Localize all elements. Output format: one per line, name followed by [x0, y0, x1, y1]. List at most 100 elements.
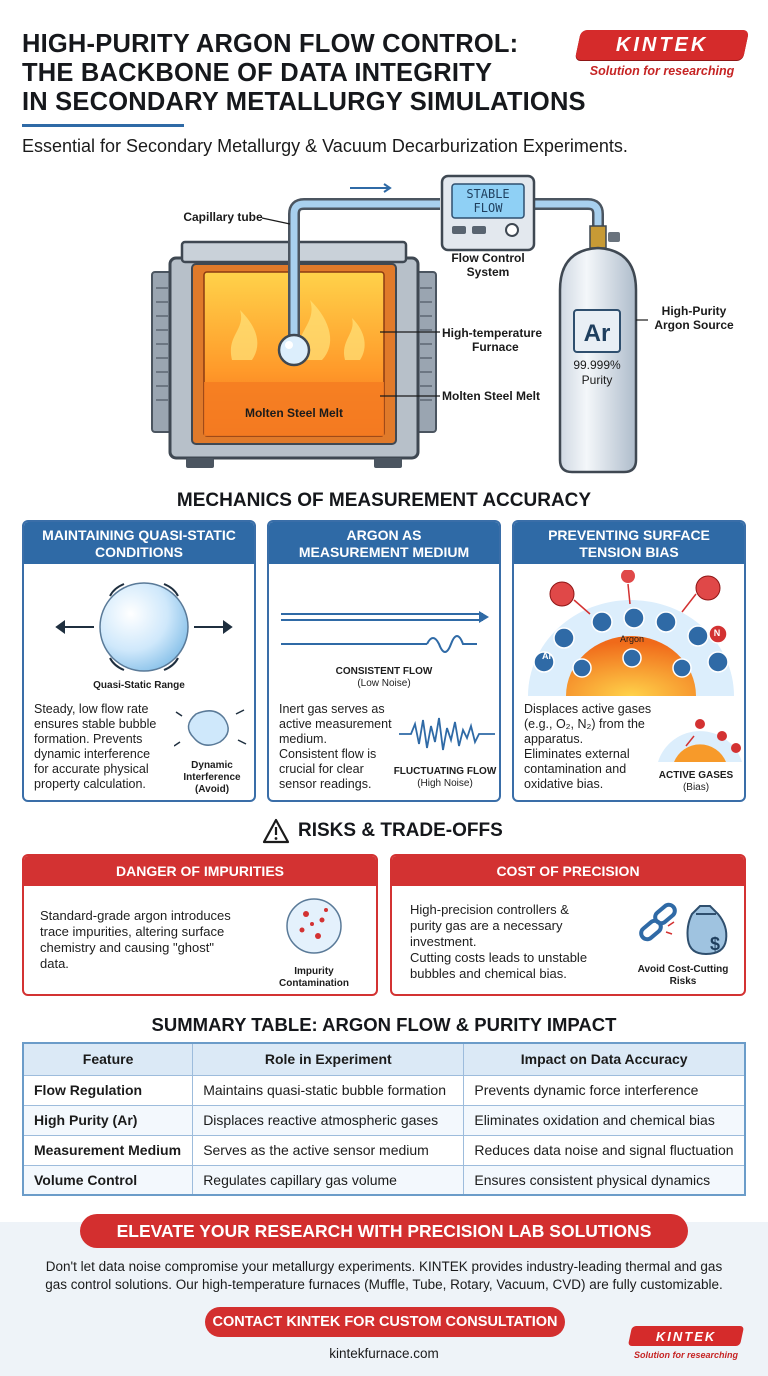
- title-line-3: IN SECONDARY METALLURGY SIMULATIONS: [22, 88, 586, 116]
- flow-control-label: Flow Control System: [440, 251, 536, 279]
- card-title-line-2: MEASUREMENT MEDIUM: [298, 544, 470, 560]
- card-cost: COST OF PRECISION High-precision control…: [390, 854, 746, 996]
- side-label-line: Dynamic: [191, 760, 233, 771]
- flow-control-system: [440, 174, 536, 252]
- table-cell: Flow Regulation: [22, 1074, 194, 1106]
- active-gases-label: ACTIVE GASES (Bias): [650, 770, 742, 794]
- card-impurities-title: DANGER OF IMPURITIES: [24, 856, 376, 886]
- body-line: (e.g., O₂, N₂) from the: [524, 717, 645, 731]
- warning-icon: [262, 818, 290, 844]
- body-line: contamination and: [524, 762, 627, 776]
- body-line: trace impurities, altering surface: [40, 924, 225, 939]
- kintek-logo: KINTEK: [574, 30, 750, 60]
- body-line: Inert gas serves as: [279, 702, 385, 716]
- body-line: bubbles and chemical bias.: [410, 966, 567, 981]
- furnace-label: High-temperature Furnace: [442, 326, 552, 354]
- card-impurities: DANGER OF IMPURITIES Standard-grade argo…: [22, 854, 378, 996]
- table-cell: Maintains quasi-static bubble formation: [192, 1074, 465, 1106]
- nitrogen-atom-label: N: [713, 628, 721, 638]
- title-underline: [22, 124, 184, 127]
- capillary-label: Capillary tube: [183, 210, 263, 224]
- table-row: High Purity (Ar) Displaces reactive atmo…: [22, 1104, 746, 1136]
- card-title-line-1: MAINTAINING QUASI-STATIC: [42, 527, 236, 543]
- card-title-line-2: CONDITIONS: [95, 544, 183, 560]
- risks-heading: RISKS & TRADE-OFFS: [298, 820, 503, 841]
- body-line: Cutting costs leads to unstable: [410, 950, 588, 965]
- display-line-2: FLOW: [474, 201, 504, 215]
- table-row: Volume Control Regulates capillary gas v…: [22, 1164, 746, 1196]
- argon-source-label-1: High-Purity: [661, 304, 727, 318]
- table-cell: Measurement Medium: [22, 1134, 194, 1166]
- flow-control-label-2: System: [466, 265, 510, 279]
- table-cell: High Purity (Ar): [22, 1104, 194, 1136]
- body-line: property calculation.: [34, 777, 146, 791]
- card-quasi-static-body: Steady, low flow rate ensures stable bub…: [34, 702, 156, 792]
- fluctuating-flow-icon: [399, 717, 495, 751]
- body-line: Displaces active gases: [524, 702, 652, 716]
- argon-atom-label: Ar: [541, 651, 552, 661]
- card-argon-medium-title: ARGON AS MEASUREMENT MEDIUM: [269, 522, 499, 564]
- apparatus-diagram: STABLE FLOW Ar 99.999% Purity Molten Ste…: [151, 174, 648, 474]
- body-line: oxidative bias.: [524, 777, 604, 791]
- title-line-2: THE BACKBONE OF DATA INTEGRITY: [22, 59, 493, 87]
- card-cost-body: High-precision controllers & purity gas …: [410, 902, 587, 982]
- subtitle: Essential for Secondary Metallurgy & Vac…: [22, 136, 628, 156]
- body-line: Consistent flow is: [279, 747, 377, 761]
- icon-label-line: Impurity: [294, 966, 334, 977]
- table-cell: Reduces data noise and signal fluctuatio…: [463, 1134, 746, 1166]
- side-label-line: (Bias): [682, 782, 710, 793]
- argon-source-label: High-Purity Argon Source: [644, 304, 744, 332]
- card-quasi-static: MAINTAINING QUASI-STATIC CONDITIONS Quas…: [22, 520, 256, 802]
- melt-label-inside: Molten Steel Melt: [245, 406, 343, 420]
- table-row: Measurement Medium Serves as the active …: [22, 1134, 746, 1166]
- table-cell: Displaces reactive atmospheric gases: [192, 1104, 465, 1136]
- contact-button[interactable]: CONTACT KINTEK FOR CUSTOM CONSULTATION: [205, 1307, 565, 1337]
- flow-label-line: (Low Noise): [357, 678, 411, 689]
- table-row: Flow Regulation Maintains quasi-static b…: [22, 1074, 746, 1106]
- table-cell: Serves as the active sensor medium: [192, 1134, 465, 1166]
- broken-chain-money-icon: [639, 902, 728, 956]
- table-cell: Volume Control: [22, 1164, 194, 1196]
- nitrogen-atom: [708, 624, 728, 644]
- dollar-symbol: $: [709, 934, 720, 954]
- column-header: Role in Experiment: [192, 1042, 465, 1076]
- footer-kintek-logo: KINTEK: [627, 1326, 745, 1346]
- active-gases-icon: [658, 719, 742, 762]
- fluctuating-flow-label: FLUCTUATING FLOW (High Noise): [391, 766, 499, 790]
- logo-text: KINTEK: [615, 33, 709, 56]
- card-title-line-1: ARGON AS: [346, 527, 422, 543]
- bubble-figure: [55, 582, 233, 672]
- body-line: Steady, low flow rate: [34, 702, 149, 716]
- footer-logo-tagline: Solution for researching: [633, 1350, 738, 1360]
- argon-purity-value: 99.999%: [573, 358, 621, 372]
- icon-label-line: Contamination: [279, 978, 349, 989]
- card-cost-title: COST OF PRECISION: [392, 856, 744, 886]
- cta-title: ELEVATE YOUR RESEARCH WITH PRECISION LAB…: [80, 1214, 688, 1248]
- side-label-line: (High Noise): [417, 778, 473, 789]
- card-title-line-2: TENSION BIAS: [579, 544, 679, 560]
- body-line: Eliminates external: [524, 747, 630, 761]
- body-line: Standard-grade argon introduces: [40, 908, 231, 923]
- body-line: crucial for clear: [279, 762, 364, 776]
- body-line: data.: [40, 956, 69, 971]
- body-line: investment.: [410, 934, 477, 949]
- body-line: ensures stable bubble: [34, 717, 157, 731]
- icon-label-line: Avoid Cost-Cutting: [637, 964, 729, 975]
- body-line: High-precision controllers &: [410, 902, 569, 917]
- body-line: chemistry and causing "ghost": [40, 940, 214, 955]
- card-impurities-body: Standard-grade argon introduces trace im…: [40, 908, 231, 972]
- melt-label-side: Molten Steel Melt: [442, 389, 541, 403]
- mechanics-heading: MECHANICS OF MEASUREMENT ACCURACY: [176, 490, 592, 511]
- flow-label-line: CONSISTENT FLOW: [335, 666, 433, 677]
- body-line: sensor readings.: [279, 777, 372, 791]
- table-cell: Prevents dynamic force interference: [463, 1074, 746, 1106]
- table-cell: Regulates capillary gas volume: [192, 1164, 465, 1196]
- website-link[interactable]: kintekfurnace.com: [329, 1346, 439, 1361]
- argon-purity-label: Purity: [582, 373, 613, 387]
- argon-text-label: Argon: [619, 634, 645, 644]
- column-header: Impact on Data Accuracy: [463, 1042, 746, 1076]
- argon-cylinder: [558, 225, 638, 474]
- footer-logo-text: KINTEK: [655, 1328, 717, 1344]
- table-cell: Eliminates oxidation and chemical bias: [463, 1104, 746, 1136]
- card-quasi-static-title: MAINTAINING QUASI-STATIC CONDITIONS: [24, 522, 254, 564]
